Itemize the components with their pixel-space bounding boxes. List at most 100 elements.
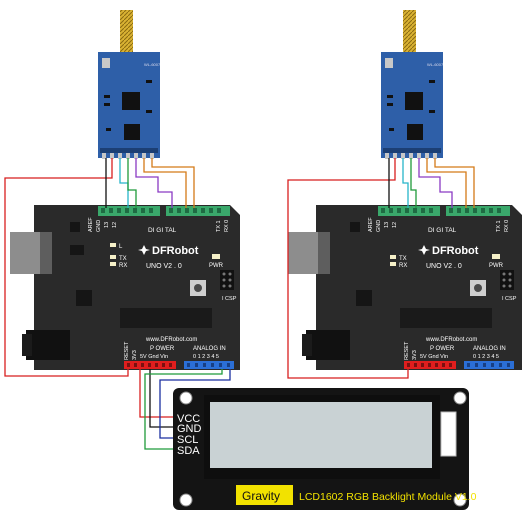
wire-scl — [159, 369, 231, 439]
lcd-pin-vcc: VCC — [177, 413, 200, 425]
analog-label: ANALOG IN — [473, 346, 506, 352]
digital-label: DI GI TAL — [148, 227, 177, 234]
rx0-label: RX 0 — [224, 220, 230, 232]
board-body — [34, 205, 240, 370]
reset-label: RESET — [124, 341, 130, 360]
arduino-board-left: AREF GND 13 12 DI GI TAL TX 1 RX 0 L TX … — [10, 205, 240, 370]
analog-header — [184, 361, 234, 369]
power-label: P OWER — [430, 346, 455, 352]
wire-cyan — [119, 158, 129, 208]
icsp-header — [220, 270, 234, 290]
gnd-label: GND — [96, 220, 102, 232]
wire-orange-2 — [434, 158, 475, 208]
brand-label: DFRobot — [152, 245, 199, 257]
pwr-label: PWR — [489, 263, 504, 269]
wire-green — [127, 158, 137, 208]
mount-hole — [453, 391, 467, 405]
lcd-title: LCD1602 RGB Backlight Module V1.0 — [299, 491, 477, 503]
icsp-label: I CSP — [502, 296, 517, 302]
wires-lcd — [139, 369, 231, 450]
dfrobot-logo-icon — [418, 245, 430, 255]
website-label: www.DFRobot.com — [145, 337, 197, 343]
website-label: www.DFRobot.com — [425, 337, 477, 343]
icsp-label: I CSP — [222, 296, 237, 302]
antenna-coil — [120, 10, 133, 52]
led-tx-label: TX — [119, 256, 127, 262]
aref-label: AREF — [88, 217, 94, 232]
dfrobot-logo-icon — [138, 245, 150, 255]
backlight-connector — [440, 411, 457, 457]
wire-green — [410, 158, 417, 208]
wire-orange-1 — [143, 158, 187, 208]
led-tx-label: TX — [399, 256, 407, 262]
analog-pins-label: 0 1 2 3 4 5 — [473, 354, 499, 360]
model-label: UNO V2 . 0 — [146, 263, 182, 270]
analog-label: ANALOG IN — [193, 346, 226, 352]
gravity-label: Gravity — [242, 489, 280, 503]
pwr-led — [212, 254, 220, 259]
led-l — [110, 243, 116, 247]
main-chip — [120, 308, 212, 328]
v33-label: 3V3 — [412, 350, 418, 360]
wire-cyan — [402, 158, 409, 208]
led-rx-label: RX — [399, 263, 407, 269]
dc-jack — [306, 330, 350, 360]
lcd-pin-gnd: GND — [177, 423, 202, 435]
wire-red — [4, 158, 129, 377]
mount-hole — [179, 391, 193, 405]
wires-left — [4, 158, 195, 377]
analog-header — [464, 361, 514, 369]
mount-hole — [179, 493, 193, 507]
wires-right — [287, 158, 475, 379]
lcd-pin-scl: SCL — [177, 434, 198, 446]
aref-label: AREF — [368, 217, 374, 232]
wire-red — [287, 158, 409, 379]
led-l-label: L — [119, 244, 123, 250]
pwr-label: PWR — [209, 263, 224, 269]
led-rx-label: RX — [119, 263, 127, 269]
dc-jack — [26, 330, 70, 360]
radio-label: WL-6007 — [427, 62, 444, 67]
led-tx — [110, 255, 116, 259]
brand-label: DFRobot — [432, 245, 479, 257]
led-rx — [110, 262, 116, 266]
arduino-board-right: AREF GND 13 12 DI GI TAL TX 1 RX 0 TX RX… — [288, 205, 522, 370]
reset-label: RESET — [404, 341, 410, 360]
icsp-header — [500, 270, 514, 290]
gnd-label: GND — [376, 220, 382, 232]
pin12-label: 12 — [392, 222, 398, 228]
power-pins-label: 5V Gnd Vin — [420, 354, 448, 360]
digital-label: DI GI TAL — [428, 227, 457, 234]
analog-pins-label: 0 1 2 3 4 5 — [193, 354, 219, 360]
wire-vcc — [139, 369, 176, 418]
radio-module-right: WL-6007 — [381, 10, 444, 159]
v33-label: 3V3 — [132, 350, 138, 360]
wire-purple — [135, 158, 173, 208]
digital-header-2 — [166, 206, 230, 216]
radio-module-left: WL-6007 — [98, 10, 161, 159]
pwr-led — [492, 254, 500, 259]
led-tx — [390, 255, 396, 259]
pin13-label: 13 — [104, 222, 110, 228]
wire-orange-2 — [151, 158, 195, 208]
wire-gnd — [149, 369, 176, 428]
power-pins-label: 5V Gnd Vin — [140, 354, 168, 360]
wire-purple — [418, 158, 453, 208]
pin13-label: 13 — [384, 222, 390, 228]
mount-hole — [453, 493, 467, 507]
gravity-badge — [236, 485, 293, 505]
wire-sda — [144, 369, 223, 450]
board-body — [316, 205, 522, 370]
pin12-label: 12 — [112, 222, 118, 228]
digital-header-2 — [446, 206, 510, 216]
radio-label: WL-6007 — [144, 62, 161, 67]
lcd-pin-sda: SDA — [177, 445, 200, 457]
main-chip — [400, 308, 492, 328]
lcd-screen — [210, 402, 432, 468]
rx0-label: RX 0 — [504, 220, 510, 232]
tx1-label: TX 1 — [496, 220, 502, 232]
power-label: P OWER — [150, 346, 175, 352]
tx1-label: TX 1 — [216, 220, 222, 232]
model-label: UNO V2 . 0 — [426, 263, 462, 270]
